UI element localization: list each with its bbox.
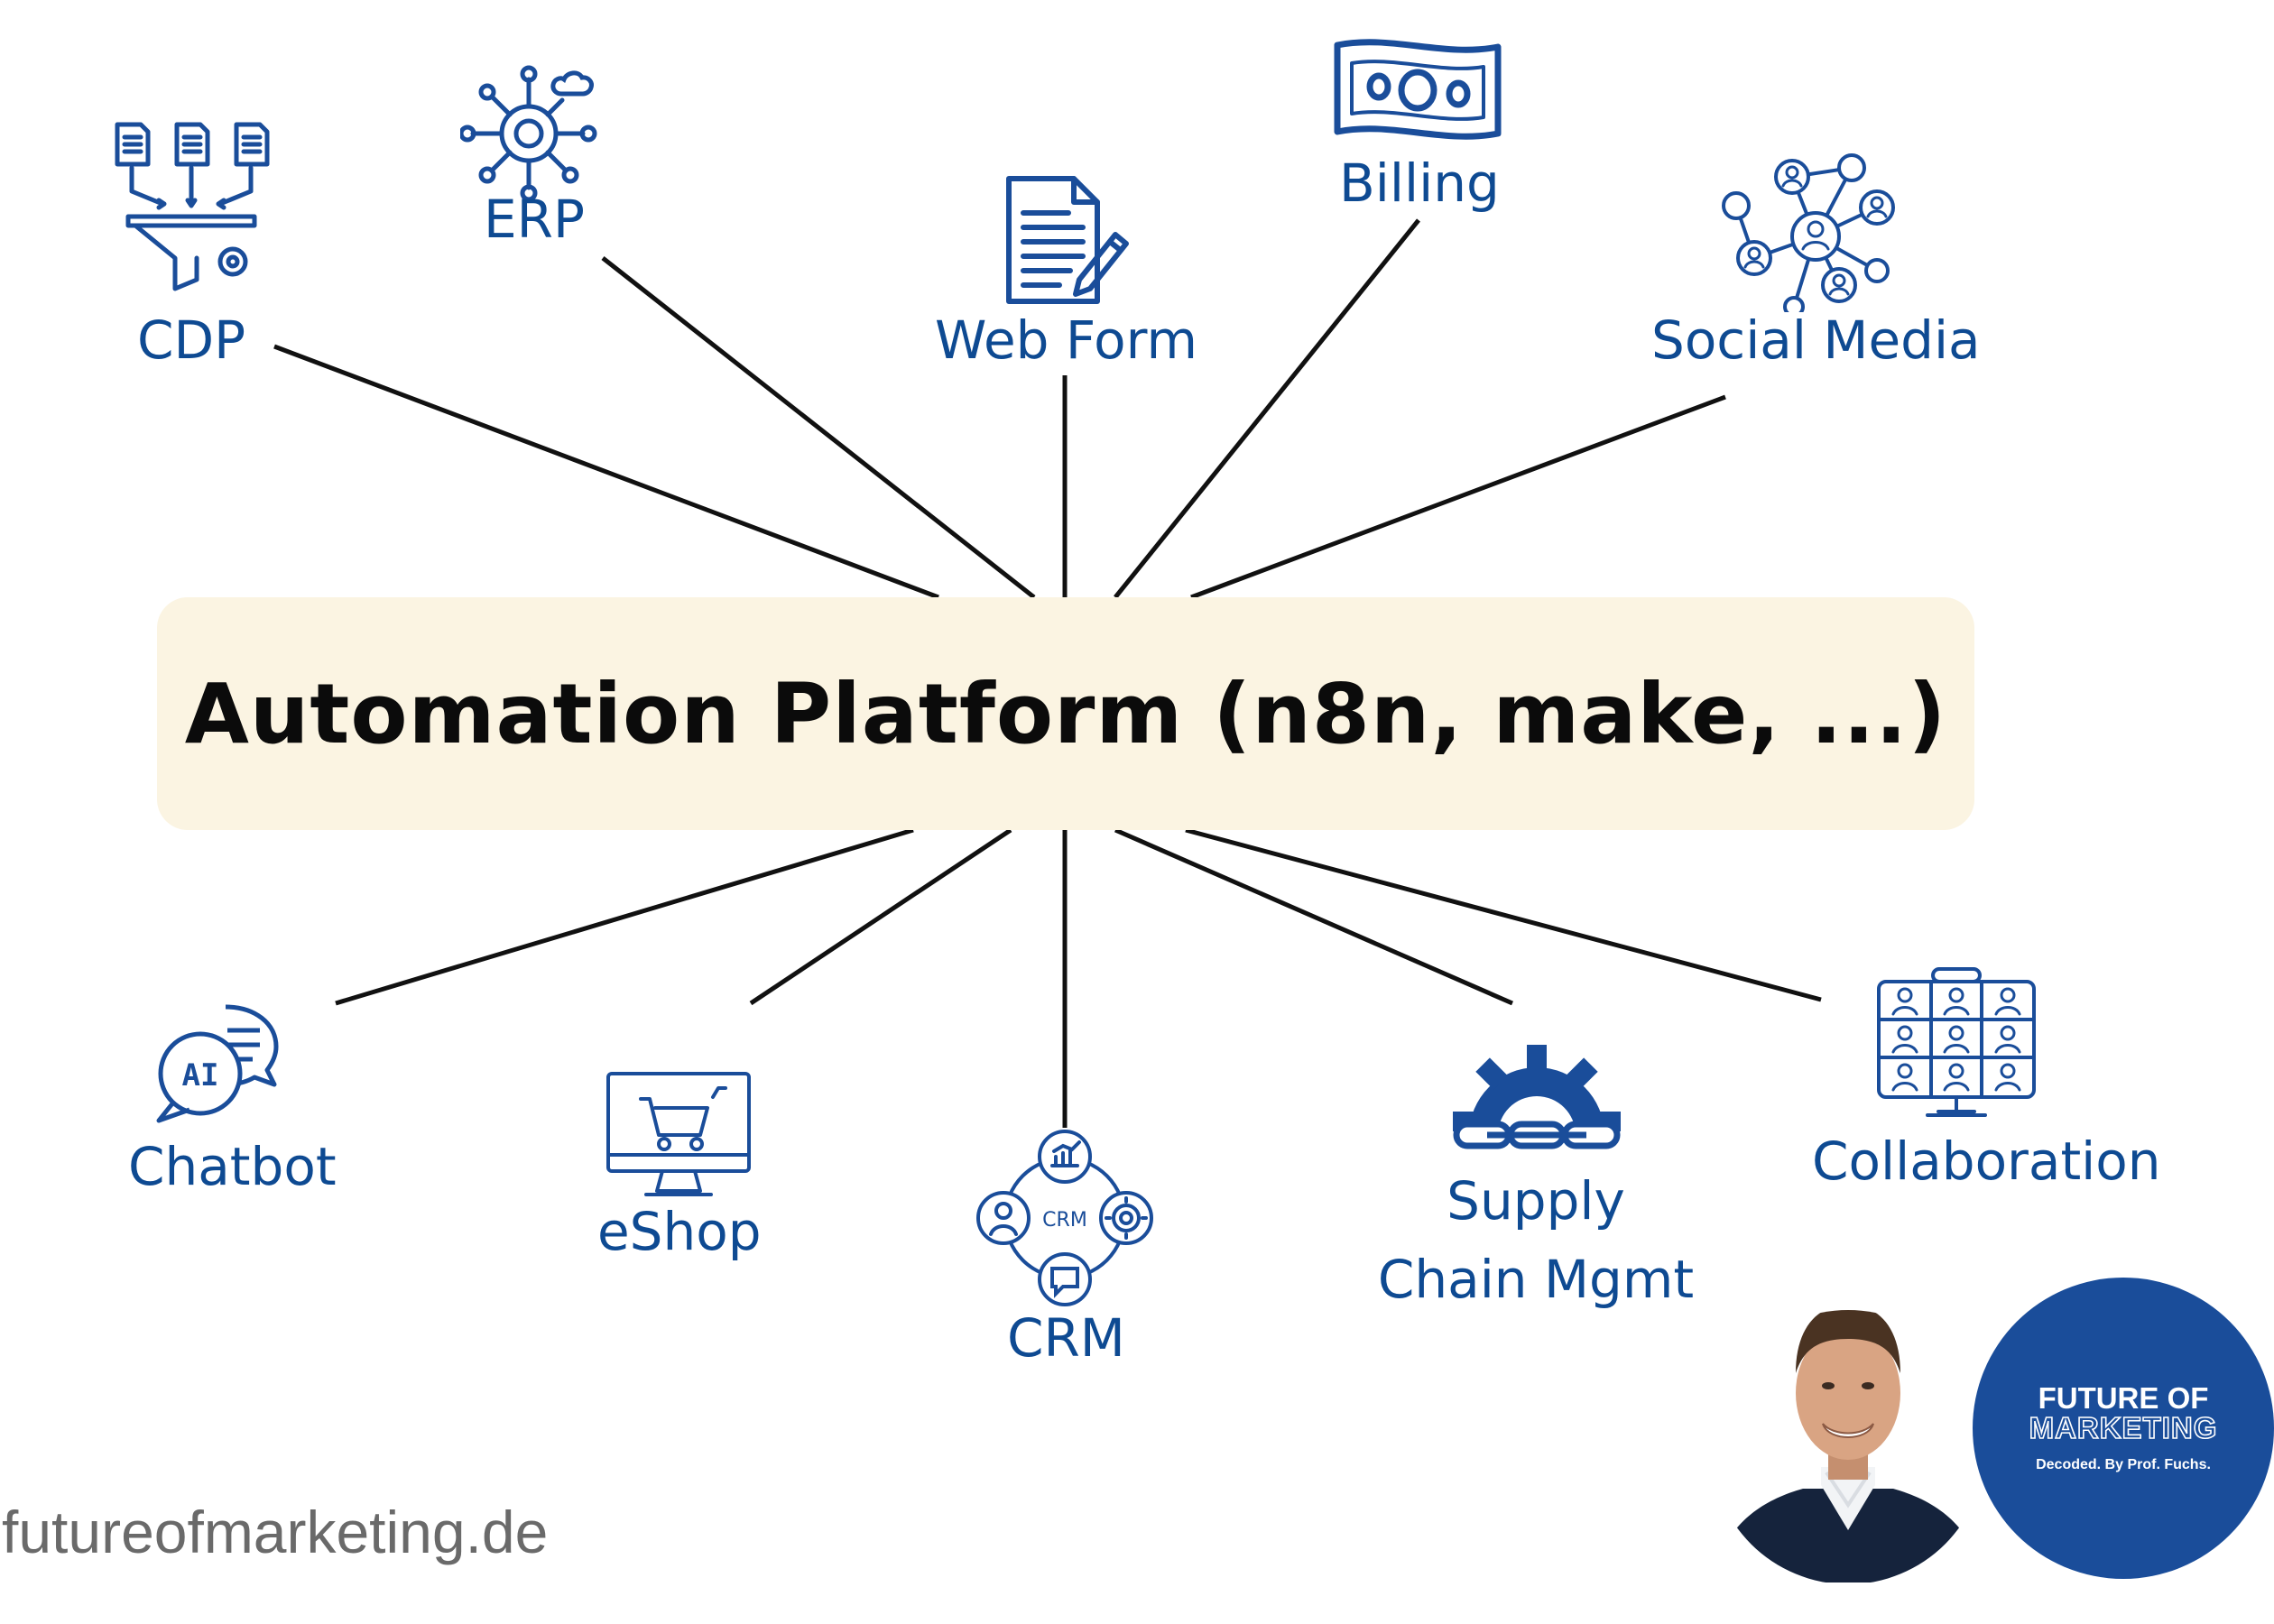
label-billing: Billing [1339, 152, 1500, 214]
crm-cycle-icon: CRM [976, 1130, 1153, 1306]
monitor-cart-icon [606, 1072, 751, 1196]
connector-eshop [749, 827, 1012, 1006]
connector-collaboration [1185, 827, 1822, 1002]
connector-erp [601, 256, 1036, 599]
connector-billing [1114, 218, 1420, 599]
connector-social-media [1190, 394, 1726, 600]
automation-platform-box: Automation Platform (n8n, make, ...) [157, 597, 1974, 830]
people-network-icon [1722, 153, 1895, 312]
svg-text:AI: AI [182, 1057, 219, 1093]
document-pencil-icon [1006, 176, 1129, 304]
funnel-documents-icon [115, 122, 270, 291]
label-cdp: CDP [137, 309, 246, 371]
speaker-portrait [1713, 1258, 1983, 1582]
connector-cdp [273, 344, 939, 600]
banknote-icon [1334, 39, 1502, 140]
label-crm: CRM [1007, 1307, 1125, 1369]
label-social-media: Social Media [1651, 309, 1981, 371]
label-erp: ERP [484, 189, 585, 250]
svg-text:CRM: CRM [1042, 1209, 1087, 1232]
label-chatbot: Chatbot [128, 1136, 337, 1197]
website-link[interactable]: futureofmarketing.de [2, 1499, 549, 1565]
video-conference-icon [1877, 967, 2036, 1117]
platform-title: Automation Platform (n8n, make, ...) [184, 665, 1947, 762]
label-supply-chain: Supply Chain Mgmt [1377, 1170, 1695, 1310]
brand-logo-badge: FUTURE OF MARKETING Decoded. By Prof. Fu… [1973, 1278, 2274, 1579]
brand-line-2: MARKETING [2029, 1411, 2218, 1445]
brand-line-1: FUTURE OF [2038, 1381, 2209, 1416]
ai-chat-bubbles-icon: AI [156, 1004, 279, 1123]
label-web-form: Web Form [935, 309, 1197, 371]
gear-network-cloud-icon [460, 65, 597, 202]
brand-tagline: Decoded. By Prof. Fuchs. [2036, 1456, 2211, 1472]
gear-chain-icon [1453, 1045, 1621, 1149]
label-eshop: eShop [597, 1201, 762, 1262]
connector-supply-chain [1114, 827, 1513, 1006]
connector-chatbot [335, 827, 914, 1006]
label-collaboration: Collaboration [1812, 1130, 2161, 1192]
